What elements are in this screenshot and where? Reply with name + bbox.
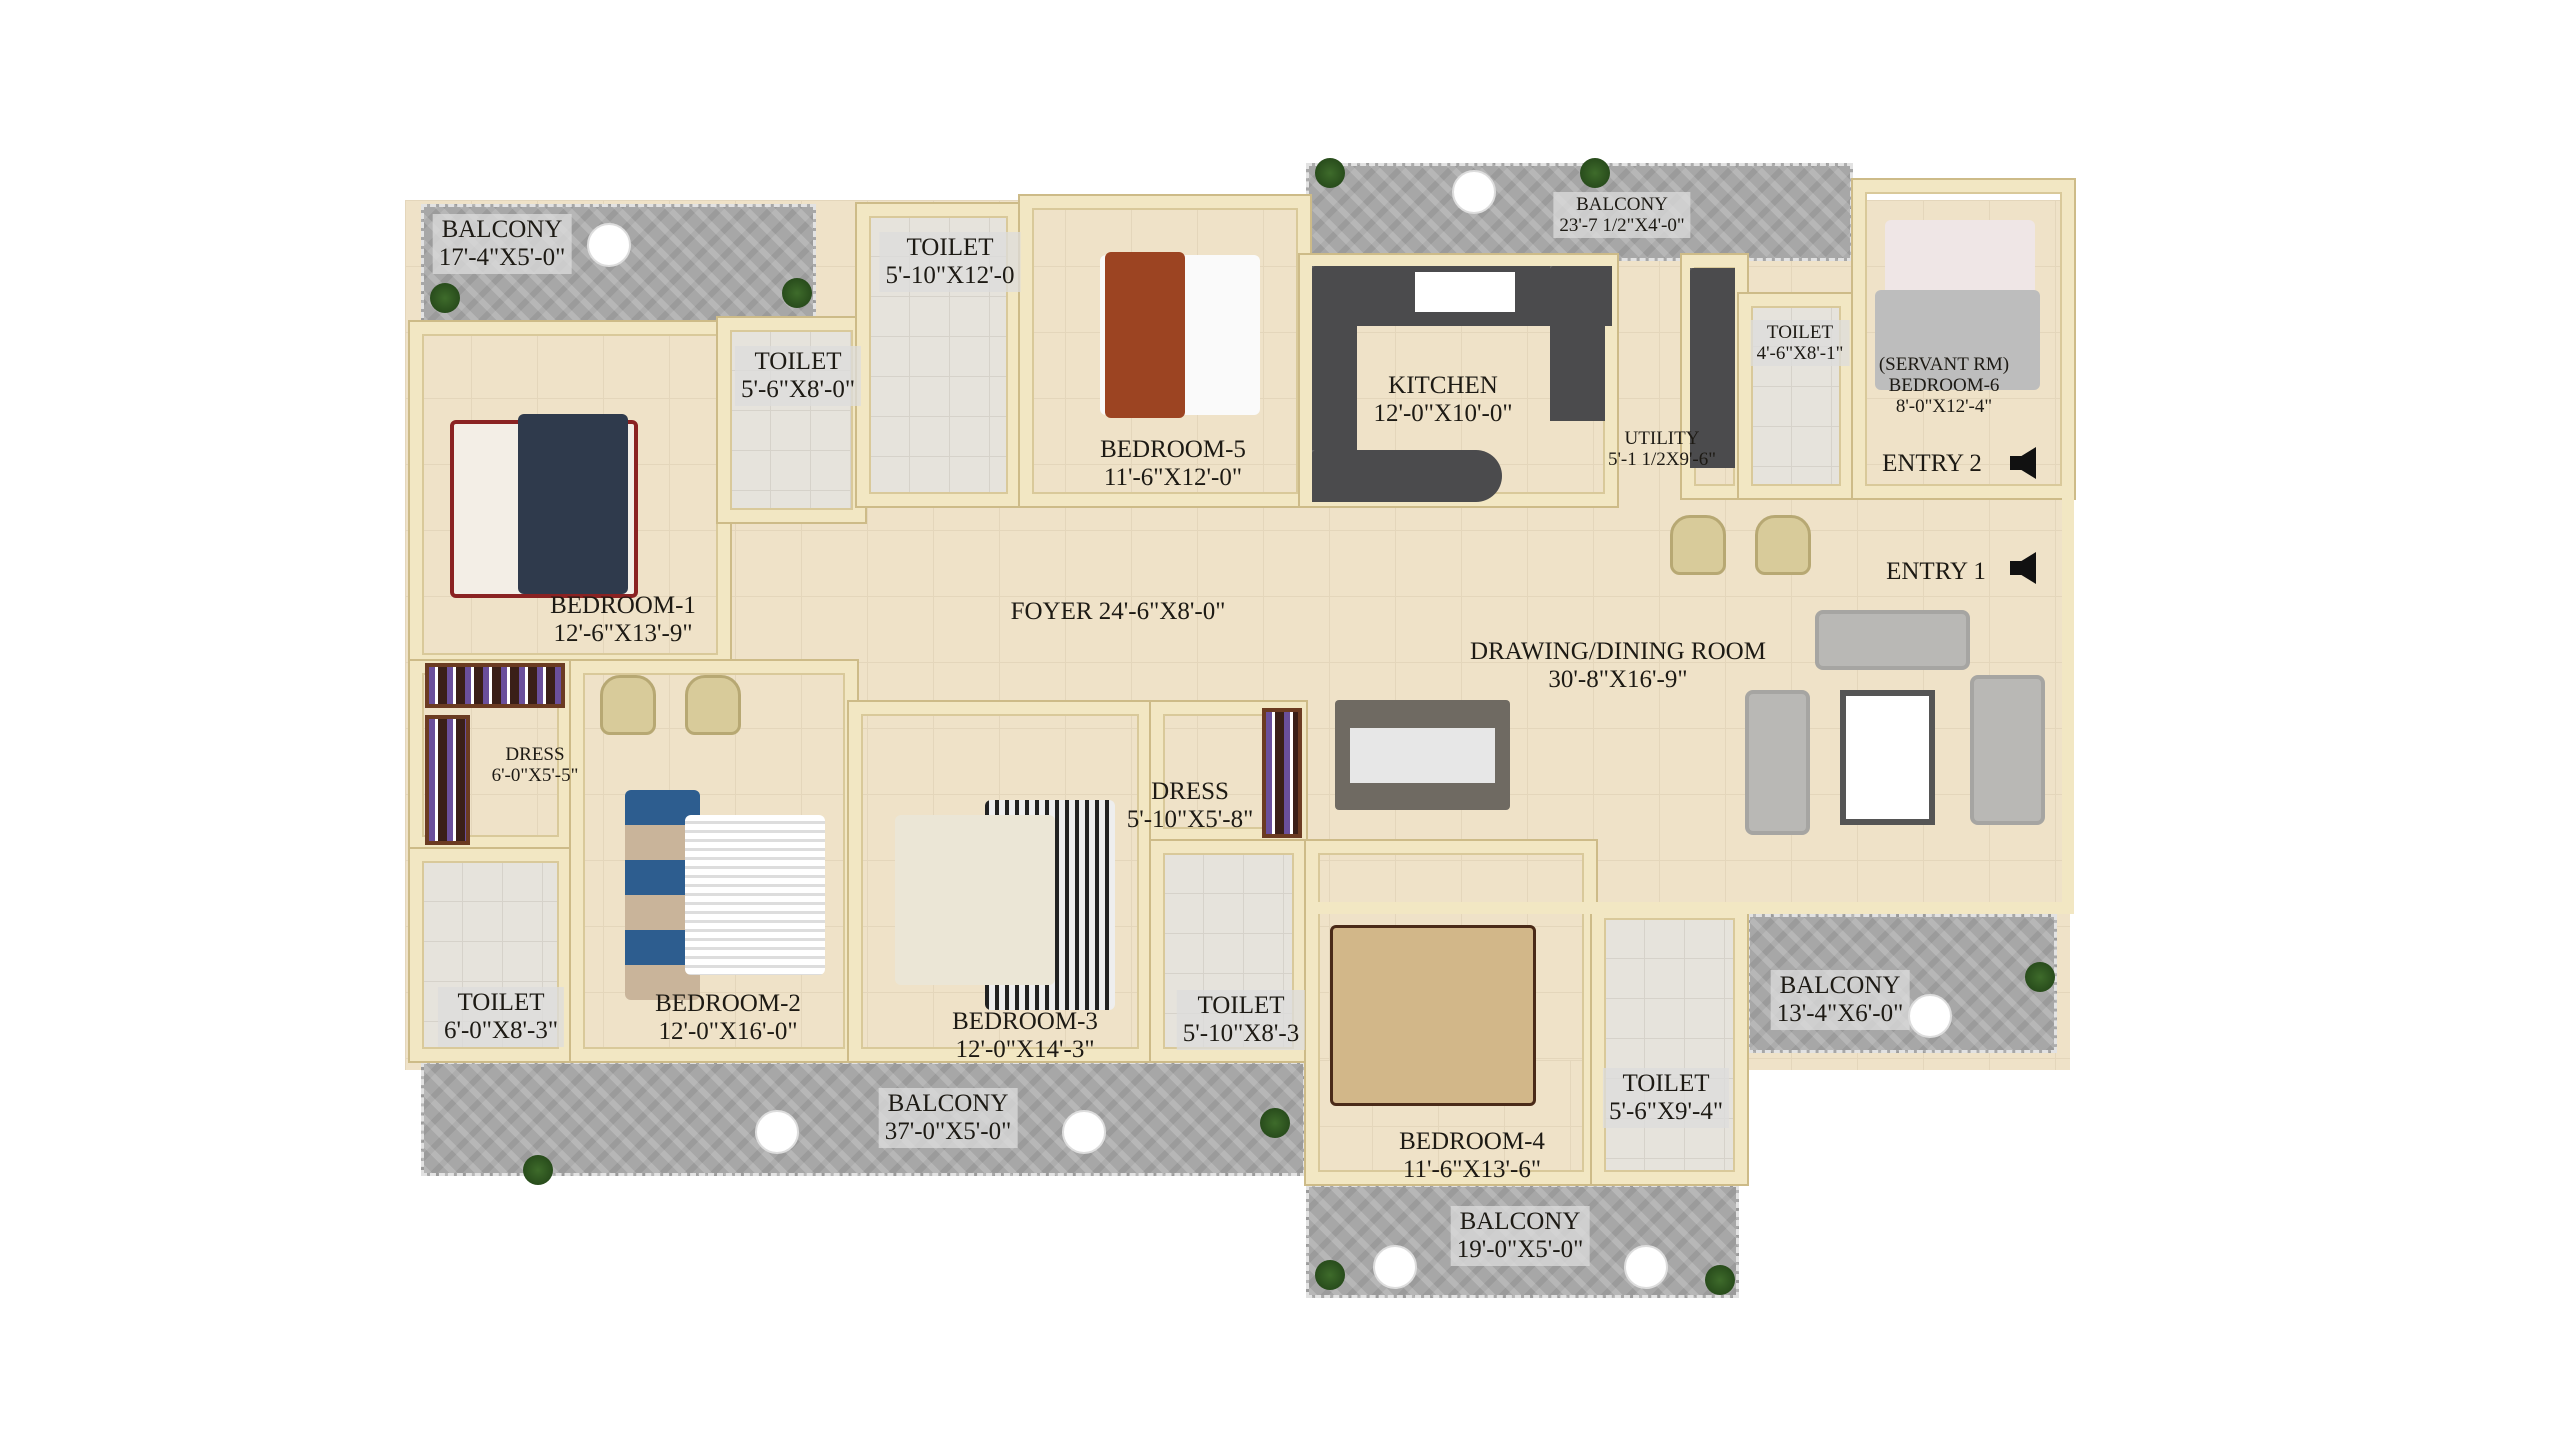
kitchen-sink: [1415, 272, 1515, 312]
kitchen-island: [1312, 450, 1502, 502]
balcony-table: [1452, 170, 1496, 214]
label-foyer: FOYER 24'-6"X8'-0": [1010, 598, 1226, 625]
bed-bedroom2: [685, 815, 825, 975]
plant: [1315, 1260, 1345, 1290]
room-bedroom-6: [1853, 180, 2074, 498]
room-bedroom-4: [1306, 841, 1596, 1184]
plant: [782, 278, 812, 308]
balcony-table: [1908, 994, 1952, 1038]
bed-cover-bedroom1: [518, 414, 628, 594]
plant: [1580, 158, 1610, 188]
balcony-south: [421, 1061, 1306, 1176]
armchair: [1670, 515, 1726, 575]
wardrobe: [425, 663, 565, 708]
dining-table-top: [1350, 728, 1495, 783]
balcony-table: [587, 223, 631, 267]
label-entry-2: ENTRY 2: [1882, 450, 1982, 477]
plant: [523, 1155, 553, 1185]
balcony-table: [1062, 1110, 1106, 1154]
wardrobe: [425, 715, 470, 845]
bed-bedroom4: [1330, 925, 1536, 1106]
room-bedroom-3: [849, 702, 1151, 1061]
plant: [1705, 1265, 1735, 1295]
coffee-table: [1840, 690, 1935, 825]
armchair: [685, 675, 741, 735]
bed-cover-bedroom6: [1875, 290, 2040, 390]
sofa-right: [1970, 675, 2045, 825]
plant: [2025, 962, 2055, 992]
kitchen-counter-right: [1550, 266, 1605, 421]
wardrobe: [1262, 708, 1302, 838]
bed-bedroom3: [895, 815, 1055, 985]
utility-counter: [1690, 268, 1735, 468]
room-bedroom-5: [1020, 196, 1310, 506]
sofa-top: [1815, 610, 1970, 670]
bed-cover-bedroom5: [1105, 252, 1185, 418]
room-toilet-bedroom4: [1592, 906, 1747, 1184]
room-drawing-dining: [1306, 498, 2074, 914]
balcony-table: [1373, 1245, 1417, 1289]
armchair: [1755, 515, 1811, 575]
sofa-left: [1745, 690, 1810, 835]
armchair: [600, 675, 656, 735]
label-entry-1: ENTRY 1: [1886, 558, 1986, 585]
plant: [430, 283, 460, 313]
entry-2-arrow-icon: [2010, 447, 2036, 479]
entry-1-arrow-icon: [2010, 552, 2036, 584]
plant: [1260, 1108, 1290, 1138]
balcony-table: [1624, 1245, 1668, 1289]
balcony-table: [755, 1110, 799, 1154]
plant: [1315, 158, 1345, 188]
